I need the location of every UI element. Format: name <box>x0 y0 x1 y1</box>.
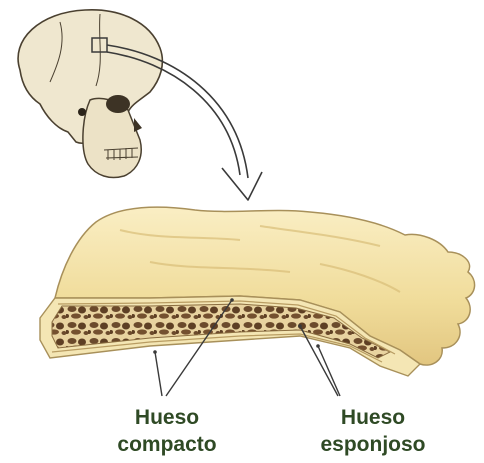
bone-cross-section-icon <box>40 207 475 376</box>
label-compact-line1: Hueso <box>92 404 242 431</box>
label-compact-line2: compacto <box>92 431 242 458</box>
label-compact-bone: Hueso compacto <box>92 404 242 458</box>
label-spongy-line2: esponjoso <box>298 431 448 458</box>
label-spongy-line1: Hueso <box>298 404 448 431</box>
skull-icon <box>18 10 162 178</box>
label-spongy-bone: Hueso esponjoso <box>298 404 448 458</box>
